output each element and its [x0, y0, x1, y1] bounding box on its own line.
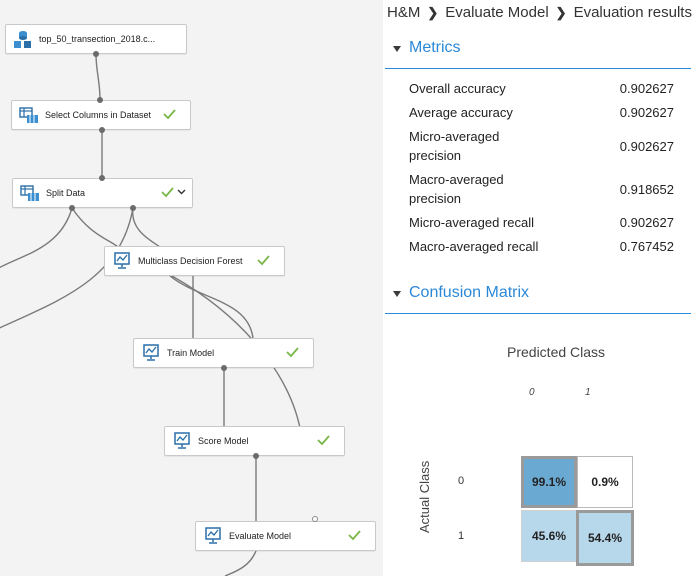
input-port[interactable] — [99, 175, 105, 181]
checkmark-icon — [163, 108, 176, 122]
wire-dataset-to-select — [95, 53, 101, 101]
module-decision-forest[interactable]: Multiclass Decision Forest — [104, 246, 285, 276]
checkmark-icon — [317, 434, 330, 448]
metric-row: Macro-averaged precision 0.918652 — [409, 170, 674, 208]
output-port[interactable] — [221, 365, 227, 371]
metric-row: Macro-averaged recall 0.767452 — [409, 237, 674, 256]
section-title: Confusion Matrix — [409, 284, 530, 301]
predicted-label-1: 1 — [585, 387, 591, 398]
collapse-triangle-icon — [393, 45, 401, 52]
module-score-model[interactable]: Score Model — [164, 426, 345, 456]
checkmark-icon — [348, 529, 361, 543]
module-label: top_50_transection_2018.c... — [39, 34, 156, 44]
wire-split-right-offcanvas — [0, 207, 134, 329]
model-module-icon — [111, 250, 133, 272]
model-module-icon — [202, 525, 224, 547]
wire-split-left-offcanvas — [0, 207, 73, 269]
metric-value: 0.902627 — [619, 105, 674, 120]
wire-forest-to-train-b — [169, 275, 254, 339]
module-label: Select Columns in Dataset — [45, 110, 152, 120]
metric-row: Micro-averaged recall 0.902627 — [409, 213, 674, 232]
metric-name: Macro-averaged recall — [409, 239, 539, 254]
metric-value: 0.767452 — [619, 239, 674, 254]
module-evaluate-model[interactable]: Evaluate Model — [195, 521, 376, 551]
module-label: Multiclass Decision Forest — [138, 256, 243, 266]
metric-name: Overall accuracy — [409, 81, 506, 96]
breadcrumb-item-current: Evaluation results — [573, 4, 692, 21]
section-divider — [385, 68, 691, 69]
table-module-icon — [19, 182, 41, 204]
actual-label-0: 0 — [458, 475, 465, 487]
matrix-cell-0-1: 0.9% — [577, 456, 633, 508]
breadcrumb: H&M ❯ Evaluate Model ❯ Evaluation result… — [387, 4, 692, 21]
actual-label-1: 1 — [458, 530, 465, 542]
metrics-table: Overall accuracy 0.902627 Average accura… — [409, 79, 674, 261]
metric-value: 0.918652 — [619, 181, 674, 197]
checkmark-icon — [257, 254, 270, 268]
input-port[interactable] — [97, 97, 103, 103]
matrix-cell-1-0: 45.6% — [521, 510, 577, 562]
output-port[interactable] — [99, 127, 105, 133]
section-divider — [385, 313, 691, 314]
section-title: Metrics — [409, 39, 461, 56]
matrix-cell-1-1: 54.4% — [576, 510, 634, 566]
metric-name: Micro-averaged precision — [409, 129, 500, 163]
input-port-empty[interactable] — [312, 516, 318, 522]
metric-value: 0.902627 — [619, 138, 674, 154]
experiment-canvas[interactable]: top_50_transection_2018.c... Select Colu… — [0, 0, 383, 576]
chevron-down-icon[interactable] — [177, 187, 186, 198]
wire-split-left-to-forest — [71, 207, 119, 248]
module-train-model[interactable]: Train Model — [133, 338, 314, 368]
metric-name: Average accuracy — [409, 105, 513, 120]
evaluation-results-panel: H&M ❯ Evaluate Model ❯ Evaluation result… — [383, 0, 698, 576]
chevron-right-icon: ❯ — [555, 4, 567, 20]
checkmark-icon — [161, 186, 174, 200]
module-dataset[interactable]: top_50_transection_2018.c... — [5, 24, 187, 54]
checkmark-icon — [286, 346, 299, 360]
metric-value: 0.902627 — [619, 81, 674, 96]
metric-row: Micro-averaged precision 0.902627 — [409, 127, 674, 165]
table-module-icon — [18, 104, 40, 126]
confusion-matrix-section-toggle[interactable]: Confusion Matrix — [393, 284, 529, 302]
output-port[interactable] — [93, 51, 99, 57]
predicted-label-0: 0 — [529, 387, 535, 398]
metrics-section-toggle[interactable]: Metrics — [393, 39, 461, 57]
output-port-left[interactable] — [69, 205, 75, 211]
dataset-icon — [12, 28, 34, 50]
module-label: Score Model — [198, 436, 249, 446]
module-split-data[interactable]: Split Data — [12, 178, 193, 208]
predicted-class-title: Predicted Class — [507, 344, 606, 360]
metric-row: Average accuracy 0.902627 — [409, 103, 674, 122]
model-module-icon — [171, 430, 193, 452]
metric-value: 0.902627 — [619, 215, 674, 230]
wire-evaluate-out — [224, 550, 257, 576]
module-label: Train Model — [167, 348, 215, 358]
metric-name: Micro-averaged recall — [409, 215, 534, 230]
metric-name: Macro-averaged precision — [409, 172, 504, 206]
module-label: Split Data — [46, 188, 86, 198]
wire-split-right-to-forest — [132, 207, 161, 248]
metric-row: Overall accuracy 0.902627 — [409, 79, 674, 98]
chevron-right-icon: ❯ — [427, 4, 439, 20]
output-port-right[interactable] — [130, 205, 136, 211]
module-label: Evaluate Model — [229, 531, 292, 541]
connection-wires — [0, 53, 301, 576]
collapse-triangle-icon — [393, 290, 401, 297]
actual-class-title: Actual Class — [417, 460, 432, 533]
module-select-columns[interactable]: Select Columns in Dataset — [11, 100, 191, 130]
matrix-cell-0-0: 99.1% — [521, 456, 577, 508]
breadcrumb-item-experiment[interactable]: H&M — [387, 4, 421, 21]
model-module-icon — [140, 342, 162, 364]
breadcrumb-item-module[interactable]: Evaluate Model — [445, 4, 549, 21]
output-port[interactable] — [253, 453, 259, 459]
